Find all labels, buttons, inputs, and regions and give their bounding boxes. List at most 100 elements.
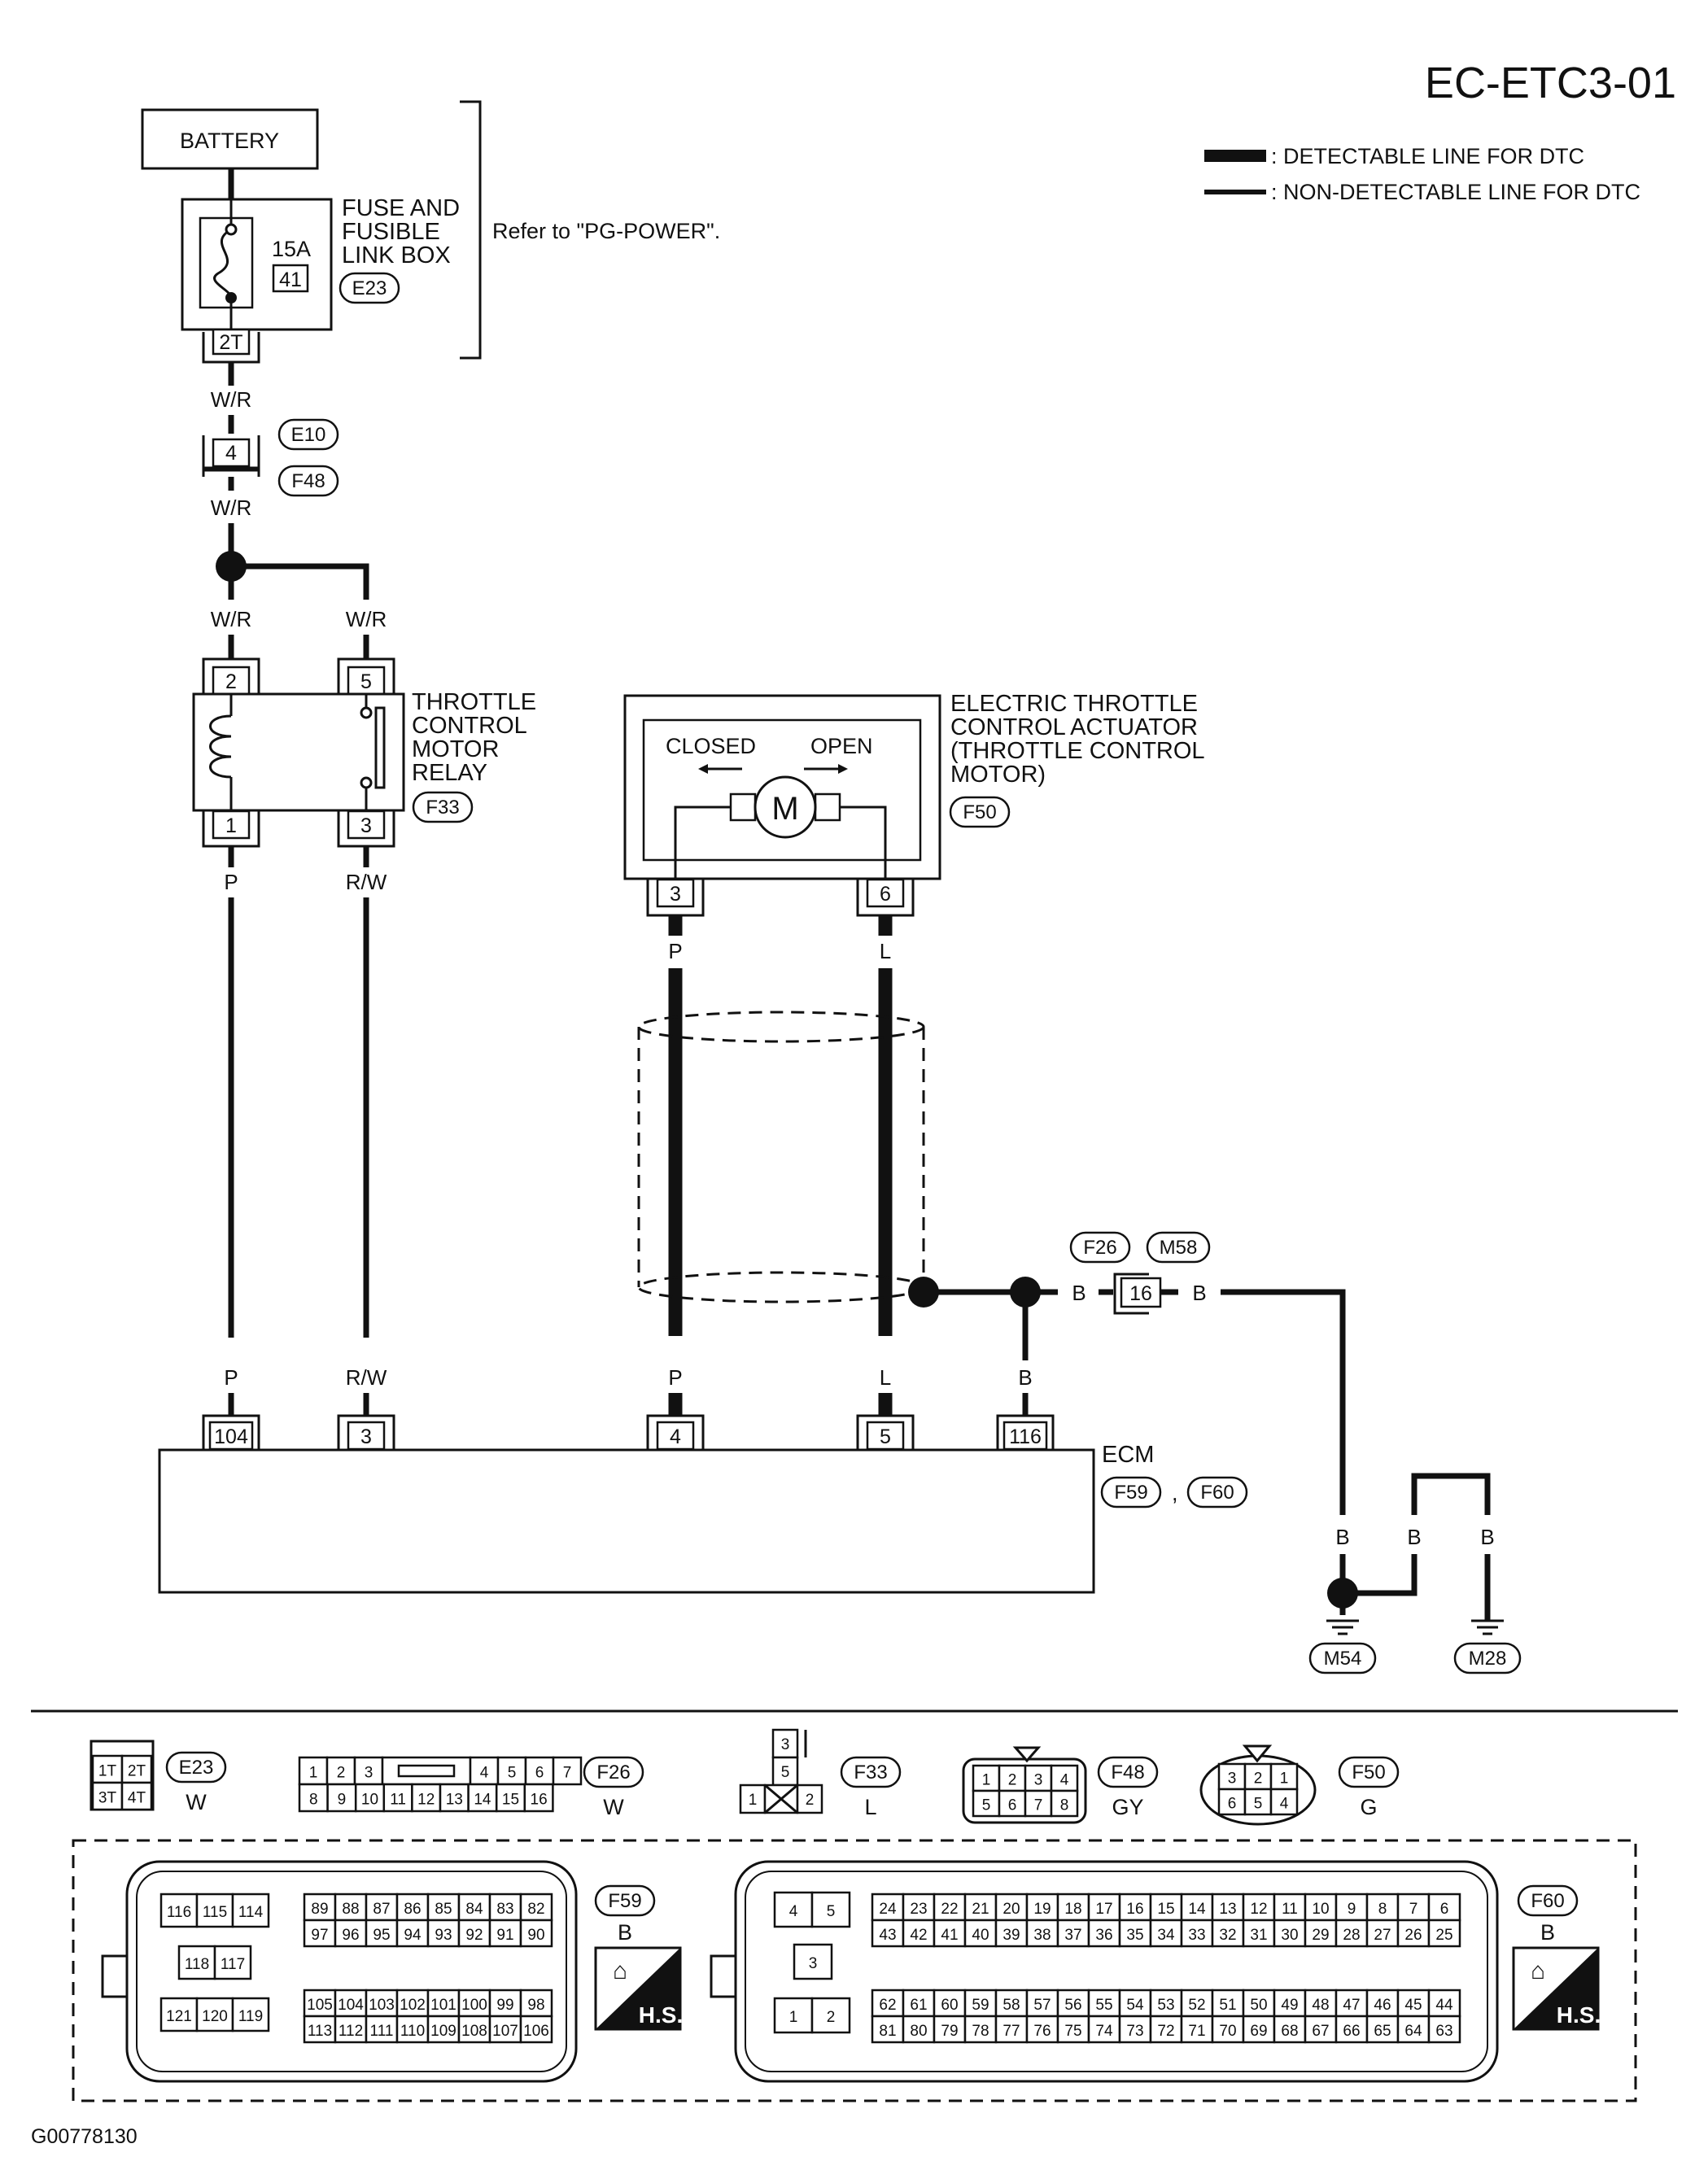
ground-id-m54[interactable] xyxy=(1308,1642,1377,1674)
svg-text:F59: F59 xyxy=(608,1890,641,1912)
svg-text:F60: F60 xyxy=(1531,1890,1564,1912)
connector-view-f50-badge[interactable] xyxy=(1338,1756,1400,1788)
svg-text:F48: F48 xyxy=(1111,1762,1144,1784)
pin-e10-f48: 4 xyxy=(225,442,237,465)
f26-pin-1-0-label: 8 xyxy=(309,1792,318,1809)
f50-pin-0-1 xyxy=(1243,1762,1273,1791)
wire-wr-label-1: W/R xyxy=(211,387,252,412)
connector-view-f50-id: F50 G xyxy=(1338,1756,1400,1819)
connector-id-f59[interactable] xyxy=(1100,1476,1162,1508)
f60-l2-pin-0-label: 1 xyxy=(789,2009,798,2026)
f60-d-pin-1-6-label: 75 xyxy=(1064,2023,1081,2040)
joint-connector[interactable]: 16 xyxy=(1113,1273,1162,1315)
connector-view-e23-badge[interactable] xyxy=(165,1751,227,1784)
f60-d-pin-1-0 xyxy=(871,2015,905,2044)
f59-l2-pin-1-label: 120 xyxy=(202,2008,228,2025)
connector-e10-f48[interactable]: 4 xyxy=(202,435,260,477)
f60-d-pin-1-3-label: 78 xyxy=(972,2023,989,2040)
ground-icon-m54 xyxy=(1326,1619,1359,1635)
connector-id-f60[interactable] xyxy=(1186,1476,1248,1508)
f59-d-pin-1-7-label: 106 xyxy=(523,2023,549,2040)
connector-view-f26-color: W xyxy=(603,1795,624,1819)
relay-label-4: RELAY xyxy=(412,760,487,786)
f26-pin-0-7 xyxy=(552,1756,583,1786)
f60-u-pin-0-2-label: 22 xyxy=(941,1901,958,1918)
f59-d-pin-1-4 xyxy=(426,2015,461,2044)
f26-pin-1-8 xyxy=(523,1783,554,1813)
connector-id-f48[interactable] xyxy=(277,465,339,497)
relay-connector-1[interactable]: 1 xyxy=(202,810,260,848)
wire-b-from-joint-2 xyxy=(1221,1289,1346,1515)
relay-connector-2[interactable]: 2 xyxy=(202,657,260,696)
relay-label-3: MOTOR xyxy=(412,736,499,762)
relay-switch-terminal-top xyxy=(360,706,373,719)
f60-u-pin-0-17 xyxy=(1396,1893,1431,1922)
actuator-connector-3[interactable]: 3 xyxy=(646,878,705,917)
f60-u-pin-1-11-label: 32 xyxy=(1219,1927,1236,1944)
f59-u-pin-1-1-label: 96 xyxy=(342,1927,359,1944)
f59-u-pin-1-4-label: 93 xyxy=(435,1927,452,1944)
f60-d-pin-0-15-label: 47 xyxy=(1343,1997,1360,2014)
connector-view-f33[interactable]: 3 5 1 2 xyxy=(739,1728,823,1814)
connector-view-f48-badge[interactable] xyxy=(1097,1756,1159,1788)
pin-act-6: 6 xyxy=(880,883,891,906)
f59-u-pin-0-0-label: 89 xyxy=(311,1901,328,1918)
f60-u-pin-0-4-label: 20 xyxy=(1003,1901,1020,1918)
wire-wr-label-3: W/R xyxy=(211,607,252,631)
f60-l2-pin-1 xyxy=(810,1997,851,2034)
connector-view-f48-color: GY xyxy=(1112,1795,1143,1819)
connector-id-f26[interactable] xyxy=(1069,1231,1131,1264)
pin-relay-5: 5 xyxy=(360,670,372,693)
connector-view-f60-badge[interactable] xyxy=(1517,1884,1579,1917)
f26-pin-0-1-label: 2 xyxy=(337,1765,346,1782)
connector-id-f33[interactable] xyxy=(412,791,474,823)
ecm-box[interactable] xyxy=(158,1448,1095,1594)
f60-u-pin-1-15-label: 28 xyxy=(1343,1927,1360,1944)
ecm-terminal-housing-1 xyxy=(337,1414,395,1450)
connector-view-f33-id: F33 L xyxy=(840,1756,902,1819)
wire-rw-ecm-label: R/W xyxy=(346,1365,387,1390)
connector-id-f50[interactable] xyxy=(949,796,1011,828)
f60-d-pin-1-1-label: 80 xyxy=(910,2023,927,2040)
connector-id-m58[interactable] xyxy=(1146,1231,1211,1264)
f60-d-pin-1-9-label: 72 xyxy=(1157,2023,1174,2040)
f60-u-pin-1-14-label: 29 xyxy=(1312,1927,1329,1944)
ecm-terminal-3[interactable] xyxy=(866,1421,905,1451)
f50-key-icon xyxy=(1242,1744,1273,1763)
connector-id-e23[interactable] xyxy=(339,272,400,304)
relay-connector-3[interactable]: 3 xyxy=(337,810,395,848)
footer-code: G00778130 xyxy=(31,2125,138,2148)
f60-l1-pin-0-label: 3 xyxy=(809,1955,818,1972)
f60-d-pin-1-14-label: 67 xyxy=(1312,2023,1329,2040)
relay-label-1: THROTTLE xyxy=(412,689,536,715)
connector-id-e10-label: E10 xyxy=(291,424,326,446)
f60-d-pin-0-7-label: 55 xyxy=(1095,1997,1112,2014)
f60-u-pin-1-2 xyxy=(933,1919,967,1948)
actuator-connector-6[interactable]: 6 xyxy=(856,878,915,917)
f60-d-pin-1-6 xyxy=(1056,2015,1090,2044)
connector-view-f26-badge[interactable] xyxy=(583,1756,644,1788)
motor-lead-right xyxy=(840,806,887,879)
motor-symbol: M xyxy=(771,791,798,827)
connector-view-f59-badge[interactable] xyxy=(594,1884,656,1917)
f48-pin-1-1-label: 6 xyxy=(1008,1797,1017,1814)
motor-shaft-right xyxy=(814,792,841,822)
ground-id-m28[interactable] xyxy=(1453,1642,1522,1674)
connector-2t[interactable]: 2T xyxy=(202,328,260,364)
f26-pin-0-2-label: 3 xyxy=(365,1765,373,1782)
f50-pin-1-2 xyxy=(1269,1788,1299,1816)
wire-rw-relay-label: R/W xyxy=(346,870,387,894)
fuse-box-label-3: LINK BOX xyxy=(342,242,451,269)
connector-id-e10[interactable] xyxy=(277,418,339,451)
relay-connector-5[interactable]: 5 xyxy=(337,657,395,696)
f26-pin-0-6-label: 6 xyxy=(535,1765,544,1782)
f59-u-pin-1-2-label: 95 xyxy=(373,1927,390,1944)
connector-view-f33-badge[interactable] xyxy=(840,1756,902,1788)
f60-u-pin-1-8 xyxy=(1118,1919,1152,1948)
